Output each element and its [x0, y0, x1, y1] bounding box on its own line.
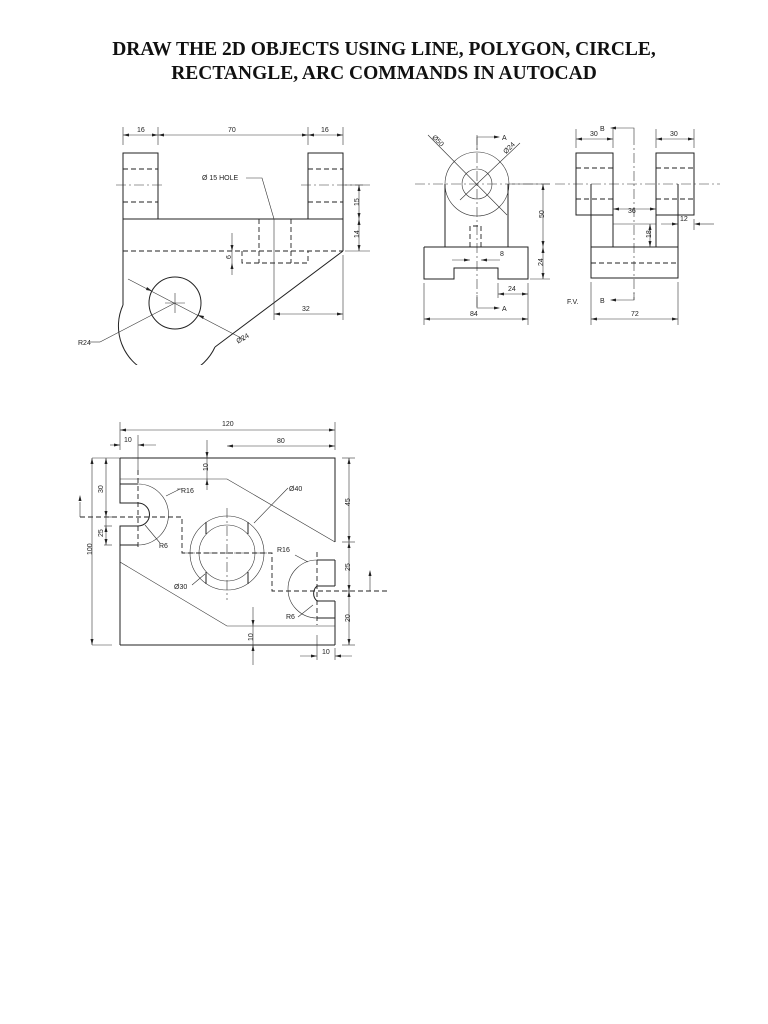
label-r16-right: R16	[277, 547, 290, 554]
dim-bottom-right: 10	[322, 649, 330, 656]
dim-left-upper: 30	[98, 485, 105, 493]
dim-offset: 12	[680, 216, 688, 223]
dim-slot-height: 18	[646, 230, 653, 238]
dim-right-width: 30	[670, 131, 678, 138]
dim-top-right: 80	[277, 438, 285, 445]
dim-outer-dia: Ø50	[430, 134, 444, 148]
drawing-support-front-view: 30 30 B 36 18 12 B F.V. 72	[555, 126, 720, 325]
dim-right-middle: 25	[345, 563, 352, 571]
label-r6-right: R6	[286, 614, 295, 621]
dim-step-height: 6	[226, 255, 233, 259]
dim-lower-height: 14	[354, 230, 361, 238]
label-radius: R24	[78, 340, 91, 347]
dim-middle-width: 70	[228, 127, 236, 134]
label-d40: Ø40	[289, 486, 302, 493]
dim-upper-height: 15	[354, 198, 361, 206]
dim-left-width: 16	[137, 127, 145, 134]
dim-right-width: 16	[321, 127, 329, 134]
section-b-bottom: B	[600, 298, 605, 305]
label-d30: Ø30	[174, 584, 187, 591]
drawing-plate-top-view: 120 80 10 10 R16 R6 Ø40 Ø30 R16 R6 30 25	[78, 421, 390, 665]
dim-left-lower: 25	[98, 529, 105, 537]
dim-width: 72	[631, 311, 639, 318]
drawing-bracket-front-view: 16 70 16 15 14 6 32 Ø 15 HOLE R24 Ø24	[78, 127, 370, 365]
dim-bottom-offset: 32	[302, 306, 310, 313]
title-line-1: DRAW THE 2D OBJECTS USING LINE, POLYGON,…	[112, 39, 656, 60]
dim-base-width: 84	[470, 311, 478, 318]
dim-slot: 8	[500, 251, 504, 258]
dim-left-offset: 10	[124, 437, 132, 444]
title-line-2: RECTANGLE, ARC COMMANDS IN AUTOCAD	[171, 63, 597, 84]
dim-gap: 36	[628, 208, 636, 215]
dim-total-width: 120	[222, 421, 234, 428]
dim-top-offset: 10	[203, 463, 210, 471]
label-hole: Ø 15 HOLE	[202, 175, 239, 182]
dimension-top: 16 70 16	[122, 127, 344, 145]
label-r6-left: R6	[159, 543, 168, 550]
section-a-bottom: A	[502, 306, 507, 313]
dim-bottom-offset: 10	[248, 633, 255, 641]
page-title: DRAW THE 2D OBJECTS USING LINE, POLYGON,…	[0, 38, 768, 86]
drawing-support-side-view: A Ø50 Ø24 50 24 8 24 A 84	[415, 134, 550, 325]
dim-inner-dia: Ø24	[502, 141, 516, 155]
section-b-top: B	[600, 126, 605, 133]
label-diameter: Ø24	[236, 333, 251, 346]
dim-height: 50	[539, 210, 546, 218]
label-r16-left: R16	[181, 488, 194, 495]
section-a-top: A	[502, 135, 507, 142]
dim-base-step: 24	[508, 286, 516, 293]
dim-base-height: 24	[538, 258, 545, 266]
dim-left-width: 30	[590, 131, 598, 138]
view-label: F.V.	[567, 299, 578, 306]
dim-right-lower: 20	[345, 614, 352, 622]
dim-right-upper: 45	[345, 498, 352, 506]
dim-total-height: 100	[87, 543, 94, 555]
